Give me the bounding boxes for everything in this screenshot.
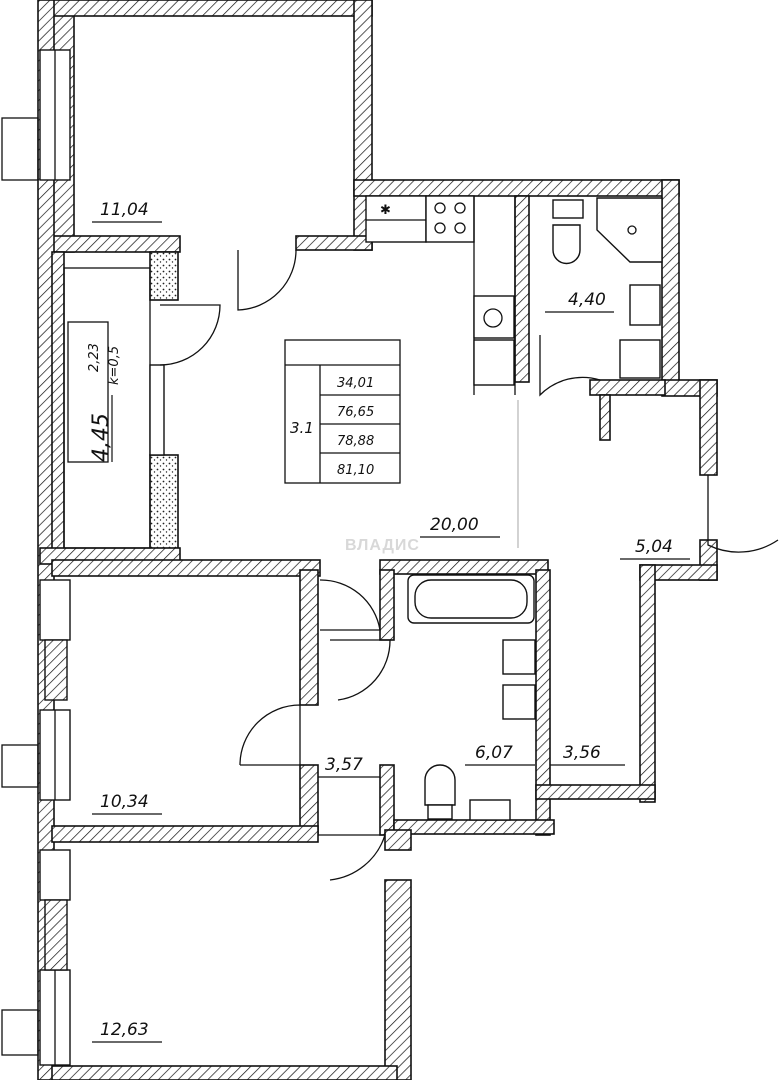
windows xyxy=(39,49,71,1066)
area-bedroom-top: 11,04 xyxy=(100,200,149,220)
summary-values: 3.1 34,01 76,65 78,88 81,10 xyxy=(290,376,374,478)
balcony-area: 4,45 xyxy=(89,413,114,462)
area-living-kitchen: 20,00 xyxy=(430,515,479,535)
balcony-labels: 4,45 2,23 k=0,5 xyxy=(87,343,122,462)
area-storage: 3,56 xyxy=(563,743,601,763)
area-hall: 5,04 xyxy=(635,537,673,557)
area-summary-table xyxy=(284,339,401,484)
room-labels: 11,04 4,40 20,00 5,04 3,57 6,07 3,56 10,… xyxy=(92,200,690,1043)
area-bathroom-main: 6,07 xyxy=(475,743,513,763)
apartment-number: 3.1 xyxy=(290,419,314,437)
balcony-raw-area: 2,23 xyxy=(87,343,102,372)
balcony-coefficient: k=0,5 xyxy=(107,346,122,385)
total-area: 76,65 xyxy=(337,405,374,420)
area-bedroom-middle: 10,34 xyxy=(100,792,149,812)
area-corridor: 3,57 xyxy=(325,755,363,775)
loggia xyxy=(63,267,165,549)
area-bathroom-top: 4,40 xyxy=(568,290,606,310)
bathroom-top-fixtures xyxy=(552,197,663,379)
total-with-balcony: 81,10 xyxy=(337,463,374,478)
area-bedroom-bottom: 12,63 xyxy=(100,1020,149,1040)
doors xyxy=(159,249,779,881)
kitchen-fixtures: ✱ xyxy=(365,195,519,548)
total-with-balcony-reduced: 78,88 xyxy=(337,434,374,449)
watermark: ВЛАДИС xyxy=(345,537,420,554)
bathroom-main-fixtures xyxy=(407,574,536,821)
svg-text:✱: ✱ xyxy=(380,203,391,218)
outdoor-units xyxy=(1,117,39,1056)
living-area: 34,01 xyxy=(337,376,374,391)
walls xyxy=(37,0,718,1080)
